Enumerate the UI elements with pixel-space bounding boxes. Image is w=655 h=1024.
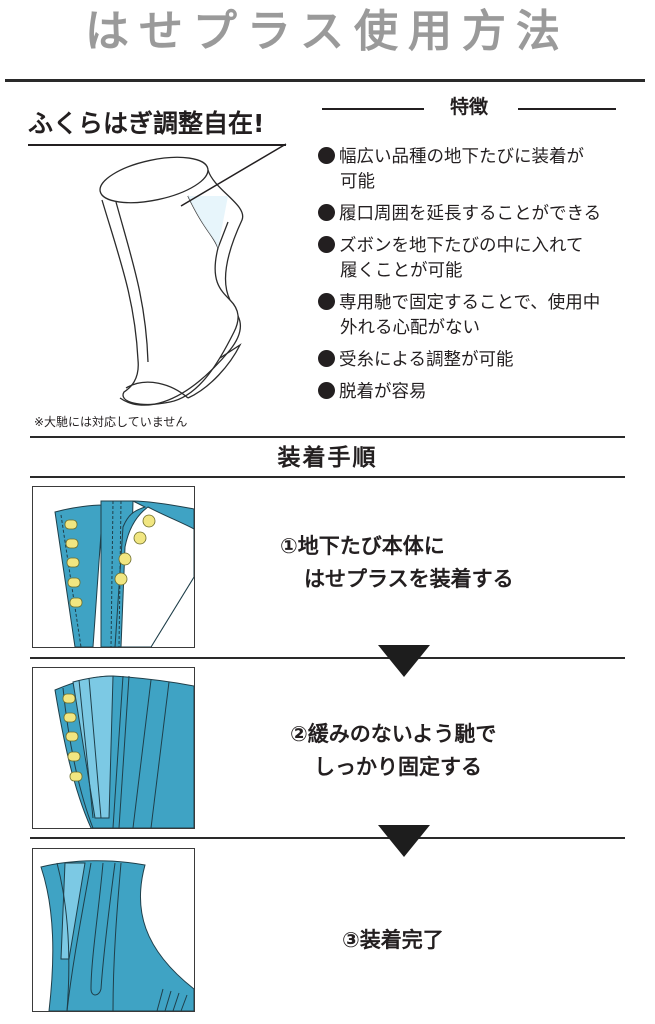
- features-list: 幅広い品種の地下たびに装着が可能 履口周囲を延長することができる ズボンを地下た…: [318, 145, 638, 412]
- down-arrow-icon: [378, 645, 430, 677]
- feature-item: 履口周囲を延長することができる: [318, 202, 638, 227]
- step3-illustration: [32, 848, 195, 1012]
- bullet-icon: [318, 350, 335, 367]
- bullet-icon: [318, 382, 335, 399]
- step3-text: ③装着完了: [342, 924, 444, 957]
- feature-item: 受糸による調整が可能: [318, 348, 638, 373]
- feature-item: 幅広い品種の地下たびに装着が可能: [318, 145, 638, 195]
- bullet-icon: [318, 236, 335, 253]
- feature-item: 脱着が容易: [318, 380, 638, 405]
- calf-adjust-heading: ふくらはぎ調整自在!: [28, 109, 265, 138]
- step2-line2: しっかり固定する: [314, 755, 482, 779]
- step-divider-2: [30, 837, 625, 839]
- title-divider: [5, 79, 645, 82]
- feature-item: 専用馳で固定することで、使用中外れる心配がない: [318, 291, 638, 341]
- steps-divider-top: [30, 436, 625, 438]
- down-arrow-icon: [378, 825, 430, 857]
- bullet-icon: [318, 147, 335, 164]
- note-text: ※大馳には対応していません: [34, 415, 188, 429]
- features-heading: 特徴: [322, 92, 616, 122]
- step2-illustration: [32, 667, 195, 829]
- page-title: はせプラス使用方法: [84, 6, 571, 57]
- bullet-icon: [318, 293, 335, 310]
- step1-text: ①地下たび本体に はせプラスを装着する: [280, 530, 514, 596]
- steps-divider-bottom: [30, 476, 625, 478]
- bullet-icon: [318, 204, 335, 221]
- step2-line1: ②緩みのないよう馳で: [290, 722, 497, 746]
- calf-heading-underline: [28, 144, 286, 146]
- step1-illustration: [32, 486, 195, 648]
- step-divider-1: [30, 657, 625, 659]
- step3-line1: ③装着完了: [342, 928, 444, 952]
- step1-line1: ①地下たび本体に: [280, 534, 445, 558]
- feature-item: ズボンを地下たびの中に入れて履くことが可能: [318, 234, 638, 284]
- steps-heading: 装着手順: [277, 445, 378, 471]
- step2-text: ②緩みのないよう馳で しっかり固定する: [290, 718, 496, 784]
- features-heading-label: 特徴: [449, 96, 488, 118]
- sock-illustration: [99, 143, 287, 406]
- step1-line2: はせプラスを装着する: [304, 567, 514, 591]
